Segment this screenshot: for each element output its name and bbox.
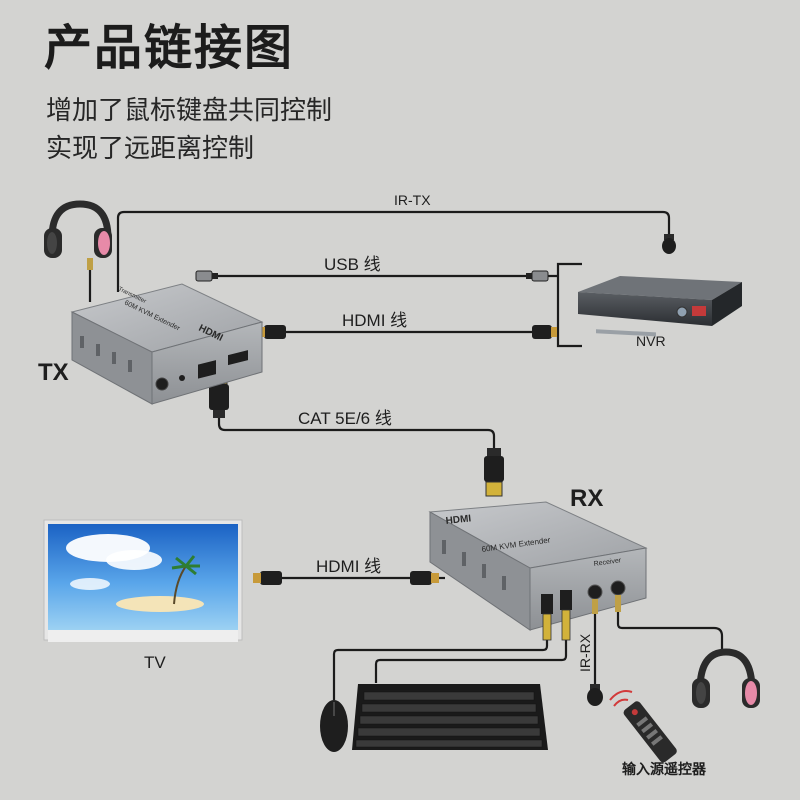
ir-tx-sensor bbox=[662, 234, 676, 254]
ir-rx-sensor bbox=[587, 684, 603, 706]
rj45-connector-rx bbox=[484, 448, 504, 496]
hdmi-connector-rx bbox=[410, 571, 439, 585]
headphones-rx-icon bbox=[692, 652, 760, 708]
keyboard-cable bbox=[376, 640, 566, 683]
rx-headphone-cable bbox=[618, 612, 722, 650]
hdmi-connector-nvr bbox=[532, 325, 557, 339]
usb-connector-right bbox=[526, 271, 548, 281]
keyboard-device bbox=[352, 684, 548, 750]
remote-label: 输入源遥控器 bbox=[622, 761, 707, 778]
tv-label: TV bbox=[144, 653, 166, 672]
cat-label: CAT 5E/6 线 bbox=[298, 409, 392, 428]
nvr-device bbox=[578, 276, 742, 336]
hdmi-connector-tv bbox=[253, 571, 282, 585]
rx-label: RX bbox=[570, 485, 603, 512]
headphones-tx-icon bbox=[44, 204, 112, 270]
hdmi-top-label: HDMI 线 bbox=[342, 311, 407, 330]
mouse-device bbox=[320, 700, 348, 752]
usb-connector-left bbox=[196, 271, 218, 281]
rx-extender-box: HDMI 60M KVM Extender Receiver bbox=[430, 502, 646, 640]
tv-device bbox=[44, 520, 242, 642]
remote-control bbox=[610, 691, 678, 764]
tx-extender-box: 60M KVM Extender Transmitter HDMI bbox=[72, 284, 262, 404]
ir-tx-label: IR-TX bbox=[394, 192, 431, 208]
hdmi-bottom-label: HDMI 线 bbox=[316, 557, 381, 576]
usb-label: USB 线 bbox=[324, 255, 381, 274]
nvr-label: NVR bbox=[636, 333, 666, 349]
ir-rx-label: IR-RX bbox=[577, 633, 593, 672]
tx-label: TX bbox=[38, 359, 69, 386]
